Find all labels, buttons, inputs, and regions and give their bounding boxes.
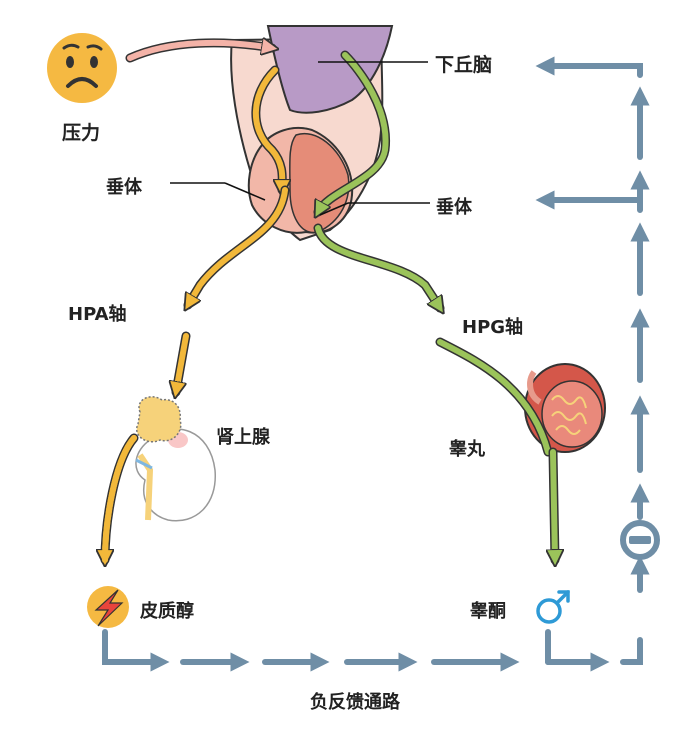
label-testis: 睾丸 — [449, 439, 485, 460]
label-negative-feedback: 负反馈通路 — [310, 692, 400, 713]
label-cortisol: 皮质醇 — [140, 601, 194, 622]
hpg-pathway-lower — [435, 337, 555, 560]
label-hpg-axis: HPG轴 — [462, 317, 524, 338]
leader-pituitary-left-b — [224, 182, 266, 201]
kidney — [135, 428, 216, 522]
minus-circle-icon — [620, 520, 660, 560]
lightning-icon — [87, 586, 129, 628]
worried-face-icon — [47, 33, 117, 103]
label-pituitary-right: 垂体 — [436, 197, 472, 218]
label-hypothalamus: 下丘脑 — [435, 54, 493, 76]
adrenal-gland — [135, 396, 182, 443]
label-adrenal-gland: 肾上腺 — [216, 427, 270, 448]
adrenal-kidney-illustration — [135, 396, 216, 522]
label-hpa-axis: HPA轴 — [68, 304, 127, 325]
label-testosterone: 睾酮 — [470, 601, 506, 622]
label-pituitary-left: 垂体 — [106, 177, 142, 198]
male-symbol-icon — [536, 590, 570, 624]
testis-illustration — [524, 363, 606, 453]
hypothalamus — [266, 25, 394, 114]
feedback-loop — [102, 56, 650, 672]
leader-pituitary-right-b — [319, 202, 349, 216]
label-stress: 压力 — [62, 122, 101, 144]
hpg-pathway — [313, 50, 440, 308]
